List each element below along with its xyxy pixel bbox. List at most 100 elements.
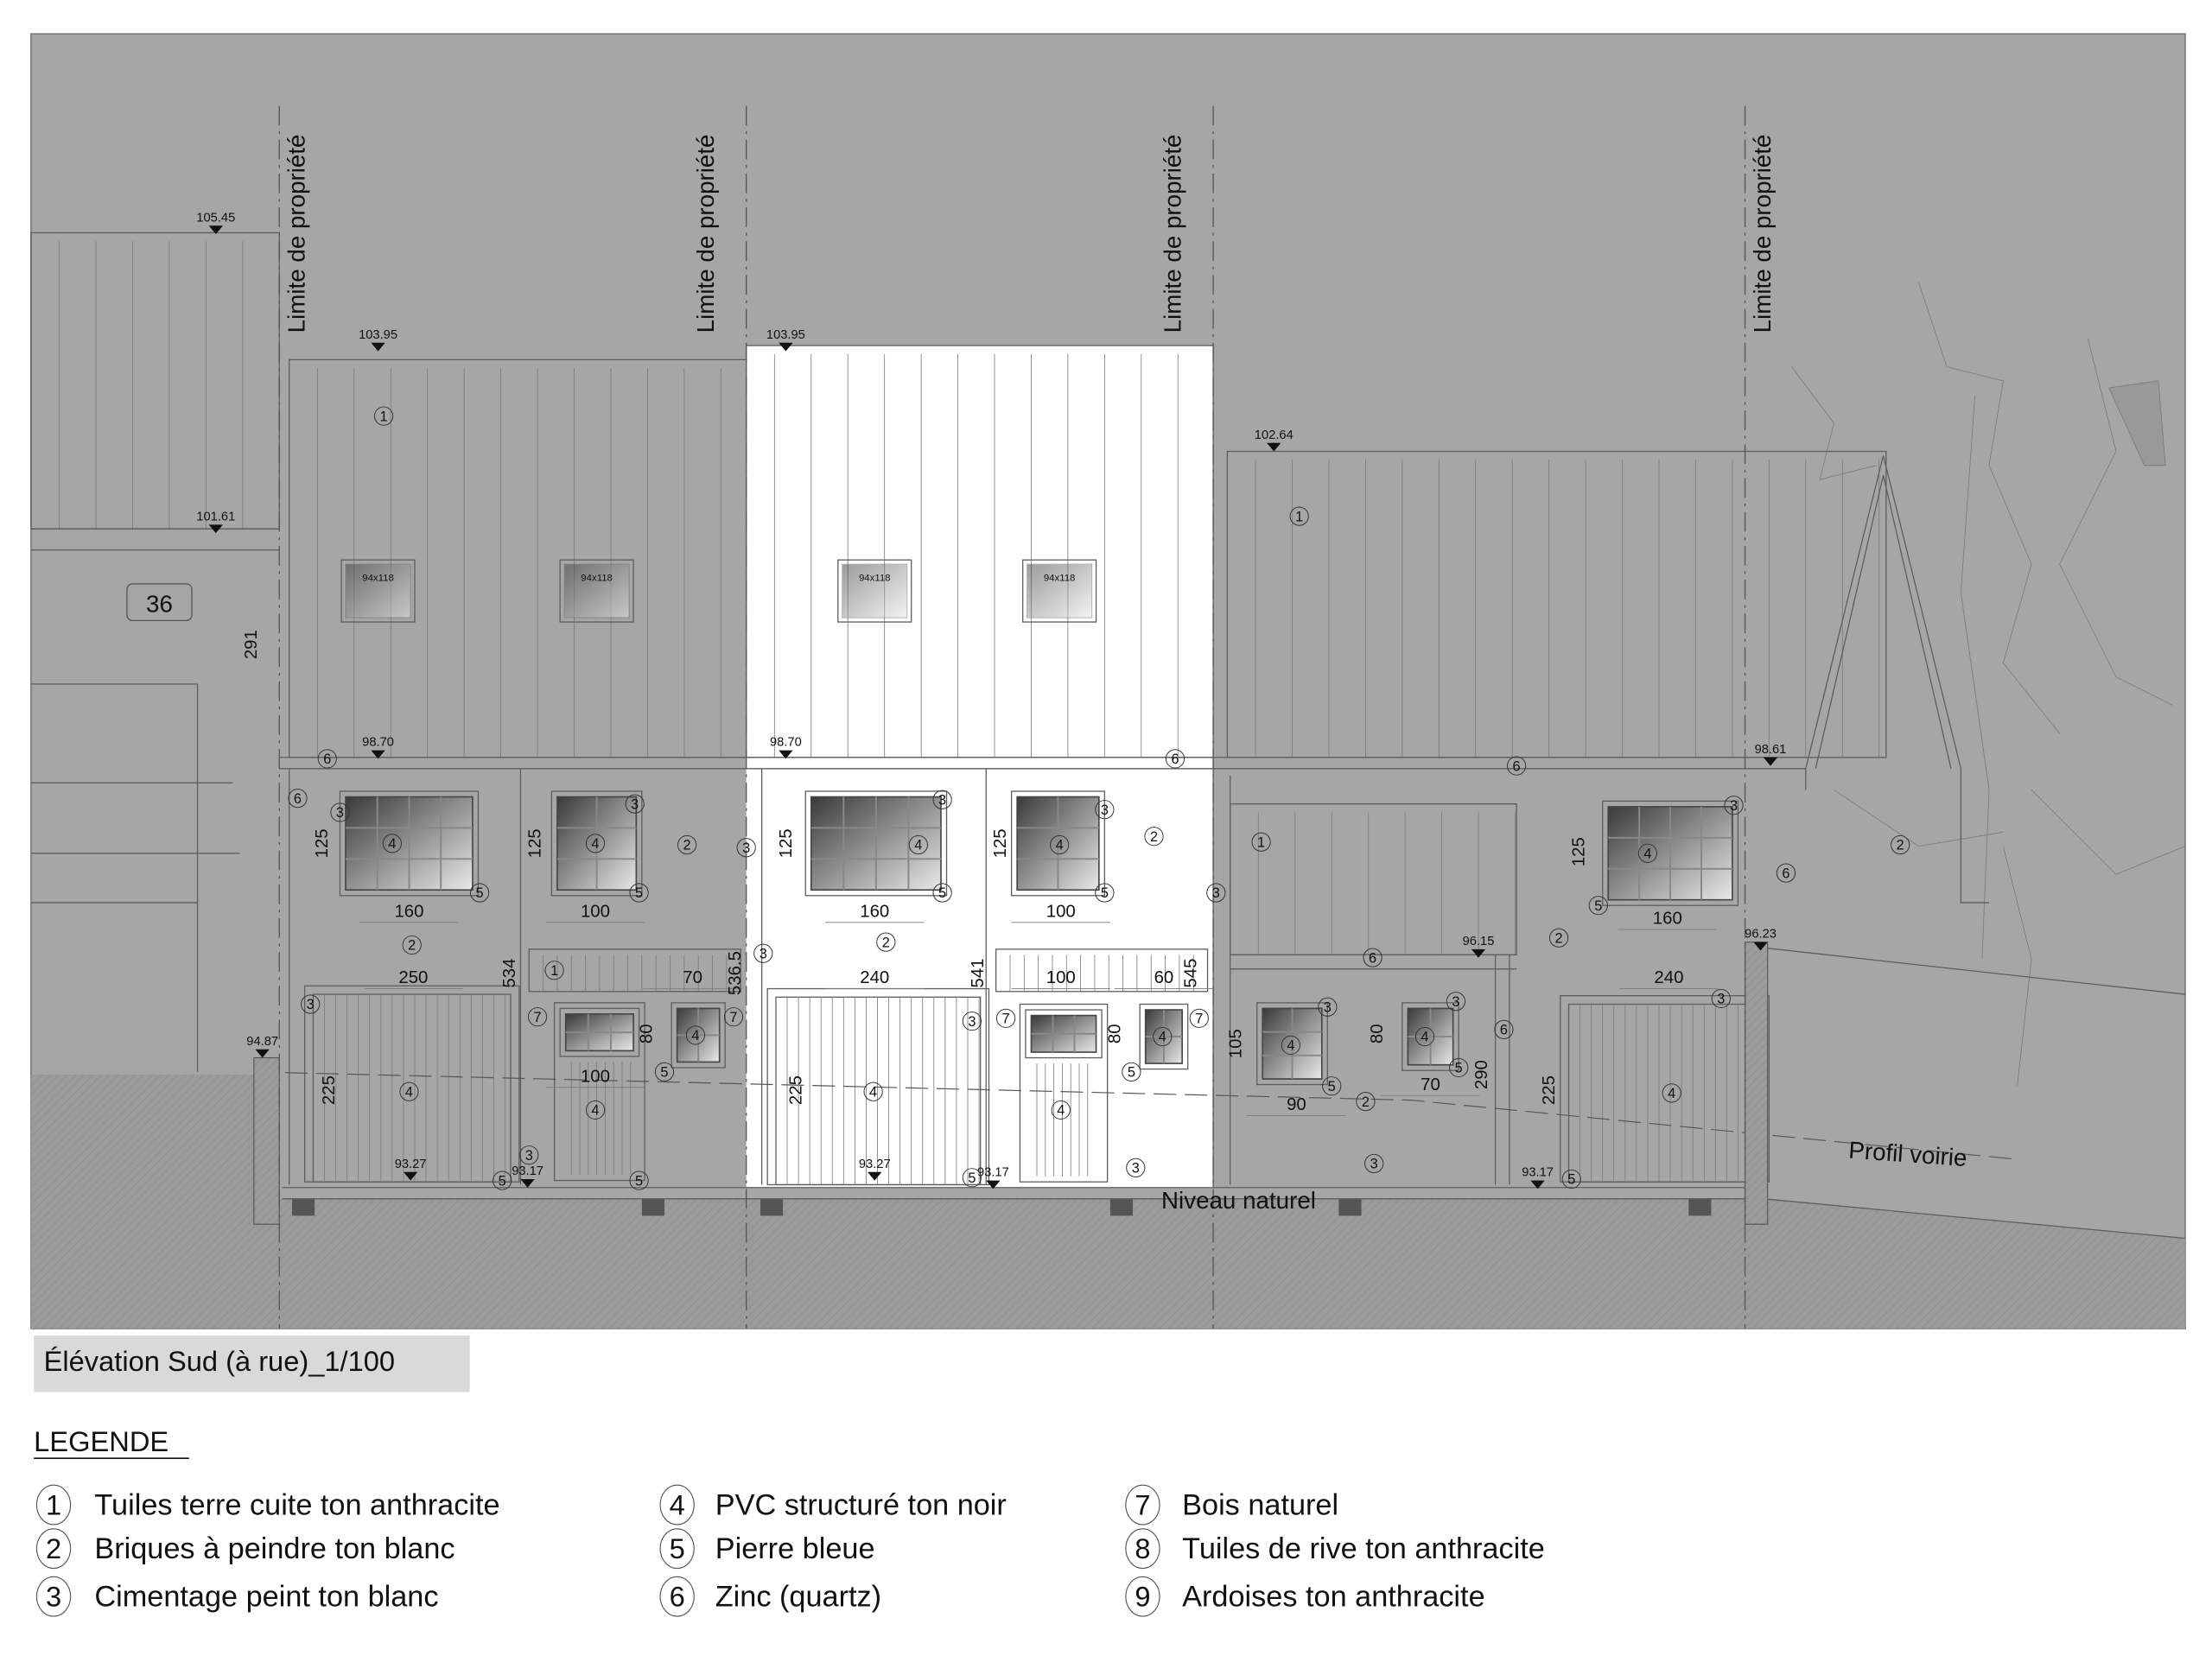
legend-number: 8 <box>1135 1532 1150 1564</box>
ground <box>30 1075 2185 1329</box>
svg-text:4: 4 <box>1668 1086 1675 1101</box>
material-callout: 5 <box>1449 1057 1469 1078</box>
window <box>1602 800 1739 906</box>
dimension: 100 <box>545 902 645 923</box>
svg-text:7: 7 <box>729 1010 737 1025</box>
material-callout: 6 <box>1494 1019 1514 1039</box>
material-callout: 3 <box>625 794 645 814</box>
svg-text:5: 5 <box>660 1065 668 1081</box>
property-line-label: Limite de propriété <box>1749 135 1776 333</box>
property-line: Limite de propriété <box>1744 105 1776 1329</box>
material-callout: 7 <box>723 1007 744 1027</box>
svg-text:250: 250 <box>398 968 428 987</box>
material-callout: 4 <box>585 834 606 853</box>
svg-text:93.17: 93.17 <box>512 1164 543 1178</box>
material-callout: 7 <box>1189 1008 1209 1028</box>
svg-text:7: 7 <box>1195 1012 1203 1027</box>
svg-text:98.70: 98.70 <box>770 736 802 750</box>
svg-text:98.70: 98.70 <box>362 736 394 750</box>
legend-number: 9 <box>1135 1581 1150 1613</box>
caption-box <box>34 1335 470 1392</box>
svg-text:4: 4 <box>1643 847 1651 862</box>
svg-text:4: 4 <box>1421 1030 1428 1045</box>
dimension: 160 <box>825 902 925 923</box>
svg-text:1: 1 <box>1257 834 1265 850</box>
dimension: 291 <box>242 630 261 659</box>
material-callout: 3 <box>1711 988 1731 1009</box>
dimension: 125 <box>1569 837 1588 866</box>
material-callout: 5 <box>654 1062 675 1082</box>
legend-number: 2 <box>46 1532 61 1564</box>
material-callout: 2 <box>402 935 422 955</box>
dimension: 70 <box>643 968 742 989</box>
svg-text:2: 2 <box>683 838 691 853</box>
window <box>550 790 643 897</box>
svg-text:3: 3 <box>742 841 750 856</box>
svg-text:4: 4 <box>1159 1030 1166 1045</box>
svg-text:93.27: 93.27 <box>859 1158 891 1171</box>
property-line-label: Limite de propriété <box>1160 135 1186 333</box>
svg-text:101.61: 101.61 <box>196 510 235 523</box>
material-callout: 6 <box>1363 948 1382 967</box>
material-callout: 6 <box>1776 863 1796 883</box>
svg-text:3: 3 <box>1730 798 1738 814</box>
material-callout: 1 <box>1289 506 1309 526</box>
svg-text:3: 3 <box>760 946 767 961</box>
material-callout: 3 <box>1206 883 1226 903</box>
dimension: 80 <box>1105 1024 1124 1044</box>
svg-text:3: 3 <box>1324 999 1332 1015</box>
material-callout: 5 <box>629 1170 649 1190</box>
svg-text:125: 125 <box>777 828 796 858</box>
window <box>1010 790 1106 897</box>
svg-text:5: 5 <box>1455 1061 1463 1076</box>
svg-text:2: 2 <box>1150 829 1158 845</box>
svg-text:5: 5 <box>1101 885 1109 901</box>
material-callout: 3 <box>1364 1153 1384 1174</box>
svg-text:125: 125 <box>991 828 1010 858</box>
material-callout: 4 <box>585 1100 606 1120</box>
material-callout: 3 <box>962 1011 982 1031</box>
svg-text:240: 240 <box>860 968 889 987</box>
svg-text:80: 80 <box>1105 1024 1124 1044</box>
svg-text:5: 5 <box>635 1173 643 1189</box>
material-callout: 4 <box>1637 843 1658 863</box>
svg-text:6: 6 <box>1500 1023 1508 1038</box>
dimension: 290 <box>1472 1060 1491 1089</box>
natural-level-label: Niveau naturel <box>1161 1187 1316 1214</box>
legend-label: Ardoises ton anthracite <box>1182 1581 1484 1614</box>
svg-text:3: 3 <box>1132 1161 1140 1177</box>
svg-text:60: 60 <box>1154 968 1174 987</box>
window <box>671 1002 726 1069</box>
svg-text:70: 70 <box>683 968 702 987</box>
dimension: 250 <box>364 968 463 989</box>
material-callout: 7 <box>527 1007 548 1027</box>
svg-text:4: 4 <box>591 836 599 852</box>
footing <box>1688 1198 1712 1216</box>
svg-text:93.17: 93.17 <box>1522 1166 1554 1180</box>
svg-text:7: 7 <box>534 1010 542 1025</box>
skylight-size: 94x118 <box>362 574 394 584</box>
level-marker: 96.15 <box>1463 935 1494 958</box>
dimension: 125 <box>991 828 1010 858</box>
property-line-label: Limite de propriété <box>283 135 310 333</box>
material-callout: 5 <box>1322 1076 1342 1096</box>
svg-text:225: 225 <box>786 1075 805 1105</box>
svg-text:96.23: 96.23 <box>1745 928 1777 942</box>
legend-item: 9 Ardoises ton anthracite <box>1125 1576 1485 1617</box>
svg-text:105: 105 <box>1227 1029 1246 1058</box>
svg-text:94.87: 94.87 <box>246 1035 278 1049</box>
svg-text:225: 225 <box>1540 1075 1559 1105</box>
legend-title: LEGENDE <box>34 1425 168 1457</box>
legend-number: 1 <box>46 1489 61 1521</box>
window <box>804 790 948 897</box>
svg-text:7: 7 <box>1002 1012 1010 1027</box>
svg-text:5: 5 <box>1567 1172 1575 1188</box>
svg-text:125: 125 <box>313 828 332 858</box>
legend-label: Bois naturel <box>1182 1489 1338 1522</box>
garage-door <box>766 987 990 1186</box>
material-callout: 3 <box>1095 800 1115 820</box>
svg-text:4: 4 <box>388 836 396 852</box>
svg-text:3: 3 <box>336 805 344 821</box>
